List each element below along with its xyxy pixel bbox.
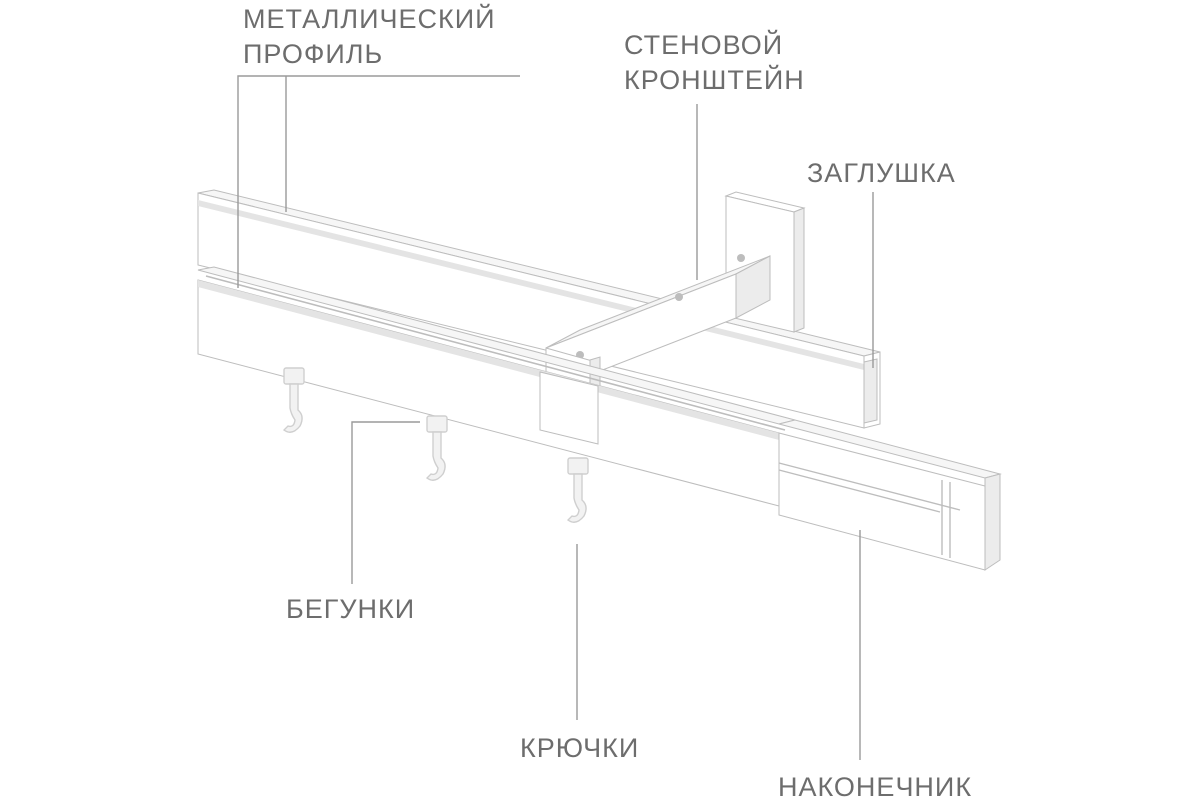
runner-hook-2 xyxy=(425,415,448,481)
label-metal-profile-line1: МЕТАЛЛИЧЕСКИЙ xyxy=(243,4,496,34)
runner-icon xyxy=(567,457,589,475)
hook-icon xyxy=(566,473,587,523)
leader-lines xyxy=(237,75,874,760)
runner-hook-3 xyxy=(566,457,589,523)
runner-icon xyxy=(426,415,448,433)
hook-icon xyxy=(282,383,303,433)
front-rail-shade xyxy=(198,280,779,440)
end-cap-detail-2 xyxy=(778,469,941,513)
label-wall-bracket-line2: КРОНШТЕЙН xyxy=(624,65,805,95)
hook-icon xyxy=(425,431,446,481)
label-end-plug: ЗАГЛУШКА xyxy=(807,156,956,191)
label-wall-bracket-line1: СТЕНОВОЙ xyxy=(624,30,784,60)
front-rail xyxy=(197,266,796,507)
label-runners-text: БЕГУНКИ xyxy=(286,594,416,624)
bracket-screw-2 xyxy=(675,293,683,301)
bracket-clamp-over-rail xyxy=(539,371,599,445)
runner-hook-1 xyxy=(282,367,305,433)
end-cap xyxy=(778,419,1002,571)
label-hooks-text: КРЮЧКИ xyxy=(520,733,640,763)
bracket-screw-3 xyxy=(737,254,745,262)
label-metal-profile-line2: ПРОФИЛЬ xyxy=(243,39,384,69)
runner-icon xyxy=(283,367,305,385)
label-hooks: КРЮЧКИ xyxy=(520,731,639,766)
wall-plate-side xyxy=(793,207,805,333)
label-end-plug-text: ЗАГЛУШКА xyxy=(807,158,956,188)
label-runners: БЕГУНКИ xyxy=(286,592,415,627)
label-end-cap-text: НАКОНЕЧНИК xyxy=(778,772,973,802)
end-cap-front xyxy=(778,432,986,571)
end-plug-face xyxy=(863,358,878,424)
end-cap-detail-1 xyxy=(778,462,961,511)
label-metal-profile: МЕТАЛЛИЧЕСКИЙ ПРОФИЛЬ xyxy=(243,2,496,72)
end-cap-side xyxy=(984,473,1001,571)
label-wall-bracket: СТЕНОВОЙ КРОНШТЕЙН xyxy=(624,28,805,98)
leader-runners xyxy=(351,421,420,584)
label-end-cap: НАКОНЕЧНИК xyxy=(778,770,972,805)
front-rail-groove xyxy=(205,275,786,431)
leader-metal-profile xyxy=(237,75,520,288)
